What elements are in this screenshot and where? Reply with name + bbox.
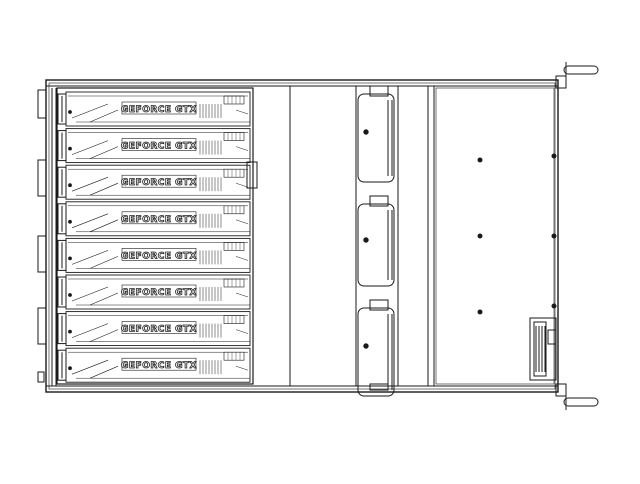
gpu-bay — [56, 87, 258, 385]
gpu-card — [57, 91, 251, 127]
fan-wall — [357, 85, 395, 397]
fan-screw-icon — [363, 237, 369, 243]
right-rack-handle-top — [555, 62, 599, 89]
left-front-bezel — [37, 88, 57, 386]
gpu-card-label: GEFORCE GTX — [121, 325, 197, 335]
gpu-card — [57, 274, 251, 310]
gpu-card-label: GEFORCE GTX — [121, 142, 197, 152]
fan-screw-icon — [363, 343, 369, 349]
gpu-card-label: GEFORCE GTX — [121, 361, 197, 371]
gpu-card-label: GEFORCE GTX — [121, 215, 197, 225]
gpu-card — [57, 347, 251, 383]
fan-module — [357, 299, 395, 397]
gpu-card — [57, 237, 251, 273]
power-supply-unit — [529, 317, 557, 381]
gpu-card — [57, 311, 251, 347]
gpu-card-label: GEFORCE GTX — [121, 251, 197, 261]
mounting-hole — [551, 233, 557, 239]
mounting-hole — [551, 303, 557, 309]
mounting-hole — [477, 157, 483, 163]
gpu-card-label: GEFORCE GTX — [121, 178, 197, 188]
fan-module — [357, 195, 395, 287]
gpu-card-label: GEFORCE GTX — [121, 105, 197, 115]
gpu-card-stack: GEFORCE GTX GEFORCE GTX GEFORCE GTX GEFORCE… — [57, 91, 251, 383]
gpu-card — [57, 201, 251, 237]
fan-module — [357, 85, 395, 183]
motherboard-area — [435, 87, 557, 385]
fan-screw-icon — [363, 129, 369, 135]
gpu-card — [57, 164, 251, 200]
mounting-hole — [551, 153, 557, 159]
gpu-card-label: GEFORCE GTX — [121, 288, 197, 298]
mounting-hole — [477, 233, 483, 239]
right-rack-handle-bottom — [555, 383, 599, 410]
gpu-card — [57, 128, 251, 164]
airflow-channel — [289, 86, 435, 386]
mounting-hole — [477, 309, 483, 315]
